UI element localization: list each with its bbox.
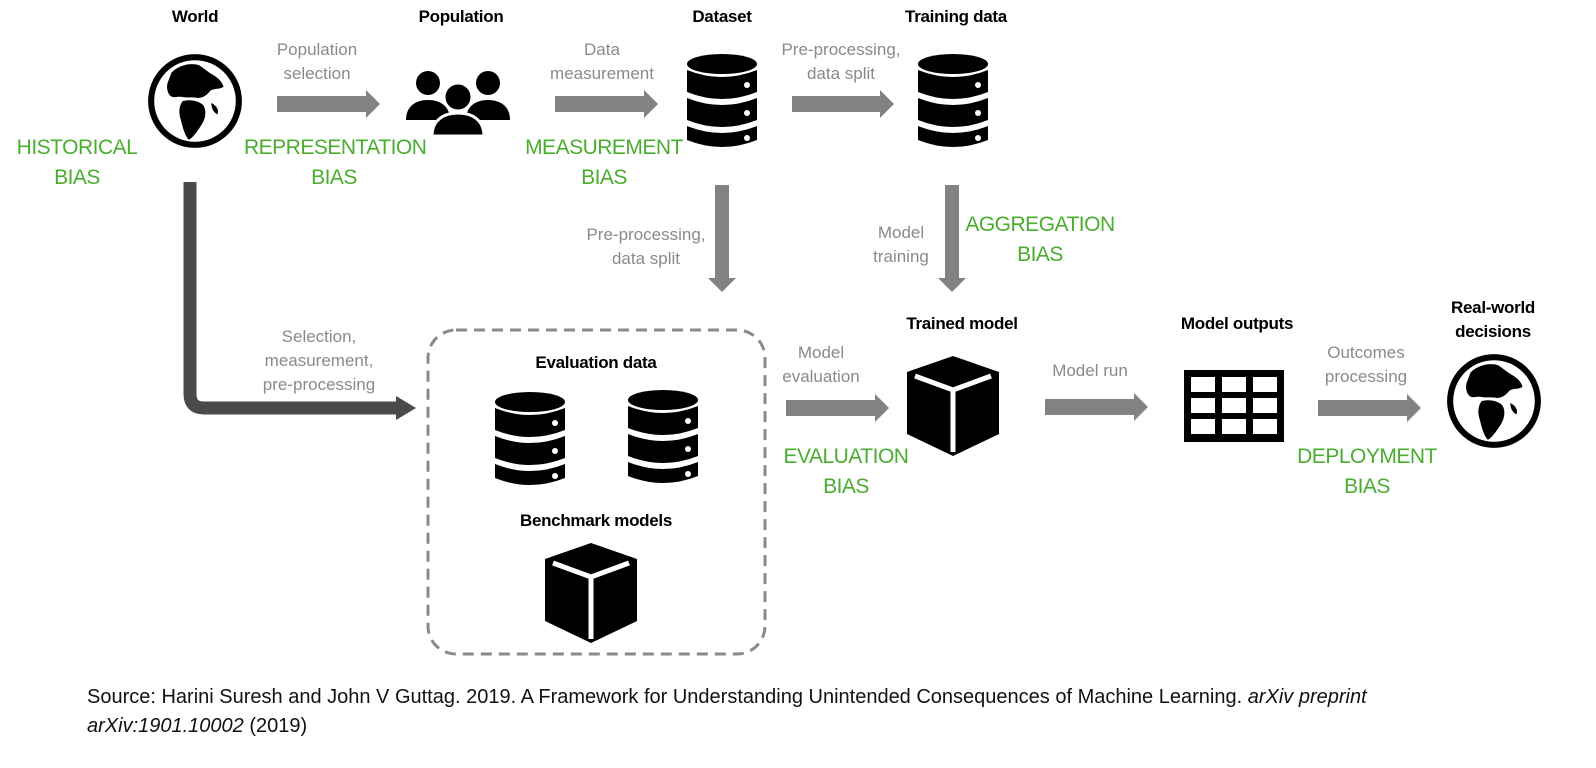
bias-line: BIAS	[1344, 475, 1390, 498]
node-title-line: Real-world	[1451, 298, 1535, 317]
bias-representation: REPRESENTATION BIAS	[244, 133, 427, 193]
bias-line: MEASUREMENT	[525, 136, 683, 159]
node-title-trained-model: Trained model	[906, 314, 1018, 333]
globe-icon	[148, 54, 242, 148]
step-label-model-run: Model run	[1040, 359, 1140, 383]
step-line: processing	[1324, 367, 1408, 386]
step-label-preprocessing-top: Pre-processing, data split	[771, 38, 911, 86]
step-line: training	[873, 247, 929, 266]
step-line: Model	[877, 223, 925, 242]
bias-line: AGGREGATION	[965, 213, 1115, 236]
step-line: Data	[584, 40, 620, 59]
bias-line: BIAS	[311, 166, 357, 189]
step-line: Population	[276, 40, 358, 59]
arrow-dataset-to-training	[792, 90, 894, 118]
step-label-model-training: Model training	[860, 221, 942, 269]
node-title-training-data: Training data	[905, 7, 1007, 26]
step-label-selection-measurement: Selection, measurement, pre-processing	[249, 325, 389, 397]
database-icon	[495, 392, 565, 485]
bias-line: EVALUATION	[783, 445, 909, 468]
step-line: pre-processing	[262, 375, 376, 394]
arrow-outputs-to-decisions	[1318, 394, 1421, 422]
node-title-benchmark-models: Benchmark models	[519, 511, 673, 530]
bias-line: BIAS	[1017, 243, 1063, 266]
database-icon	[918, 54, 988, 147]
bias-line: BIAS	[823, 475, 869, 498]
node-title-dataset: Dataset	[692, 7, 752, 26]
arrow-dataset-to-evaluation	[708, 185, 736, 292]
step-label-outcomes-processing: Outcomes processing	[1306, 341, 1426, 389]
arrow-population-to-dataset	[555, 90, 658, 118]
globe-icon	[1447, 354, 1541, 448]
arrow-world-to-evaluation	[183, 182, 400, 415]
node-title-population: Population	[418, 7, 504, 26]
step-label-model-evaluation: Model evaluation	[773, 341, 869, 389]
node-title-line: decisions	[1455, 322, 1531, 341]
table-icon	[1184, 370, 1284, 442]
bias-line: BIAS	[581, 166, 627, 189]
step-label-data-measurement: Data measurement	[532, 38, 672, 86]
step-line: data split	[611, 249, 681, 268]
source-text: Source: Harini Suresh and John V Guttag.…	[87, 686, 1248, 708]
bias-line: BIAS	[54, 166, 100, 189]
step-line: Pre-processing,	[781, 40, 901, 59]
source-venue: arXiv preprint arXiv:1901.10002	[87, 686, 1367, 737]
bias-line: REPRESENTATION	[244, 136, 427, 159]
cube-icon	[907, 356, 999, 456]
step-line: data split	[806, 64, 876, 83]
arrow-model-to-outputs	[1045, 393, 1148, 421]
node-title-evaluation-data: Evaluation data	[535, 353, 657, 372]
step-line: Model	[797, 343, 845, 362]
step-line: Pre-processing,	[586, 225, 706, 244]
arrow-evaluation-to-model	[786, 394, 889, 422]
bias-measurement: MEASUREMENT BIAS	[519, 133, 689, 193]
step-line: measurement	[550, 64, 654, 83]
source-year: (2019)	[243, 715, 308, 737]
source-citation: Source: Harini Suresh and John V Guttag.…	[87, 683, 1527, 741]
step-label-population-selection: Population selection	[247, 38, 387, 86]
database-icon	[628, 390, 698, 483]
step-line: Selection,	[281, 327, 357, 346]
node-title-model-outputs: Model outputs	[1180, 314, 1294, 333]
people-icon	[406, 71, 510, 138]
bias-line: HISTORICAL	[16, 136, 138, 159]
bias-evaluation: EVALUATION BIAS	[776, 442, 916, 502]
node-title-world: World	[171, 7, 219, 26]
arrow-training-to-model	[938, 185, 966, 292]
database-icon	[687, 54, 757, 147]
step-label-preprocessing-mid: Pre-processing, data split	[576, 223, 716, 271]
step-line: Model run	[1052, 361, 1128, 380]
bias-deployment: DEPLOYMENT BIAS	[1292, 442, 1442, 502]
step-line: measurement,	[264, 351, 374, 370]
node-title-real-world-decisions: Real-world decisions	[1431, 296, 1555, 344]
bias-historical: HISTORICAL BIAS	[12, 133, 142, 193]
step-line: Outcomes	[1327, 343, 1405, 362]
step-line: evaluation	[782, 367, 860, 386]
bias-aggregation: AGGREGATION BIAS	[961, 210, 1119, 270]
arrow-world-to-population	[277, 90, 380, 118]
evaluation-container	[426, 328, 767, 656]
step-line: selection	[283, 64, 351, 83]
bias-line: DEPLOYMENT	[1297, 445, 1437, 468]
cube-icon	[545, 543, 637, 643]
